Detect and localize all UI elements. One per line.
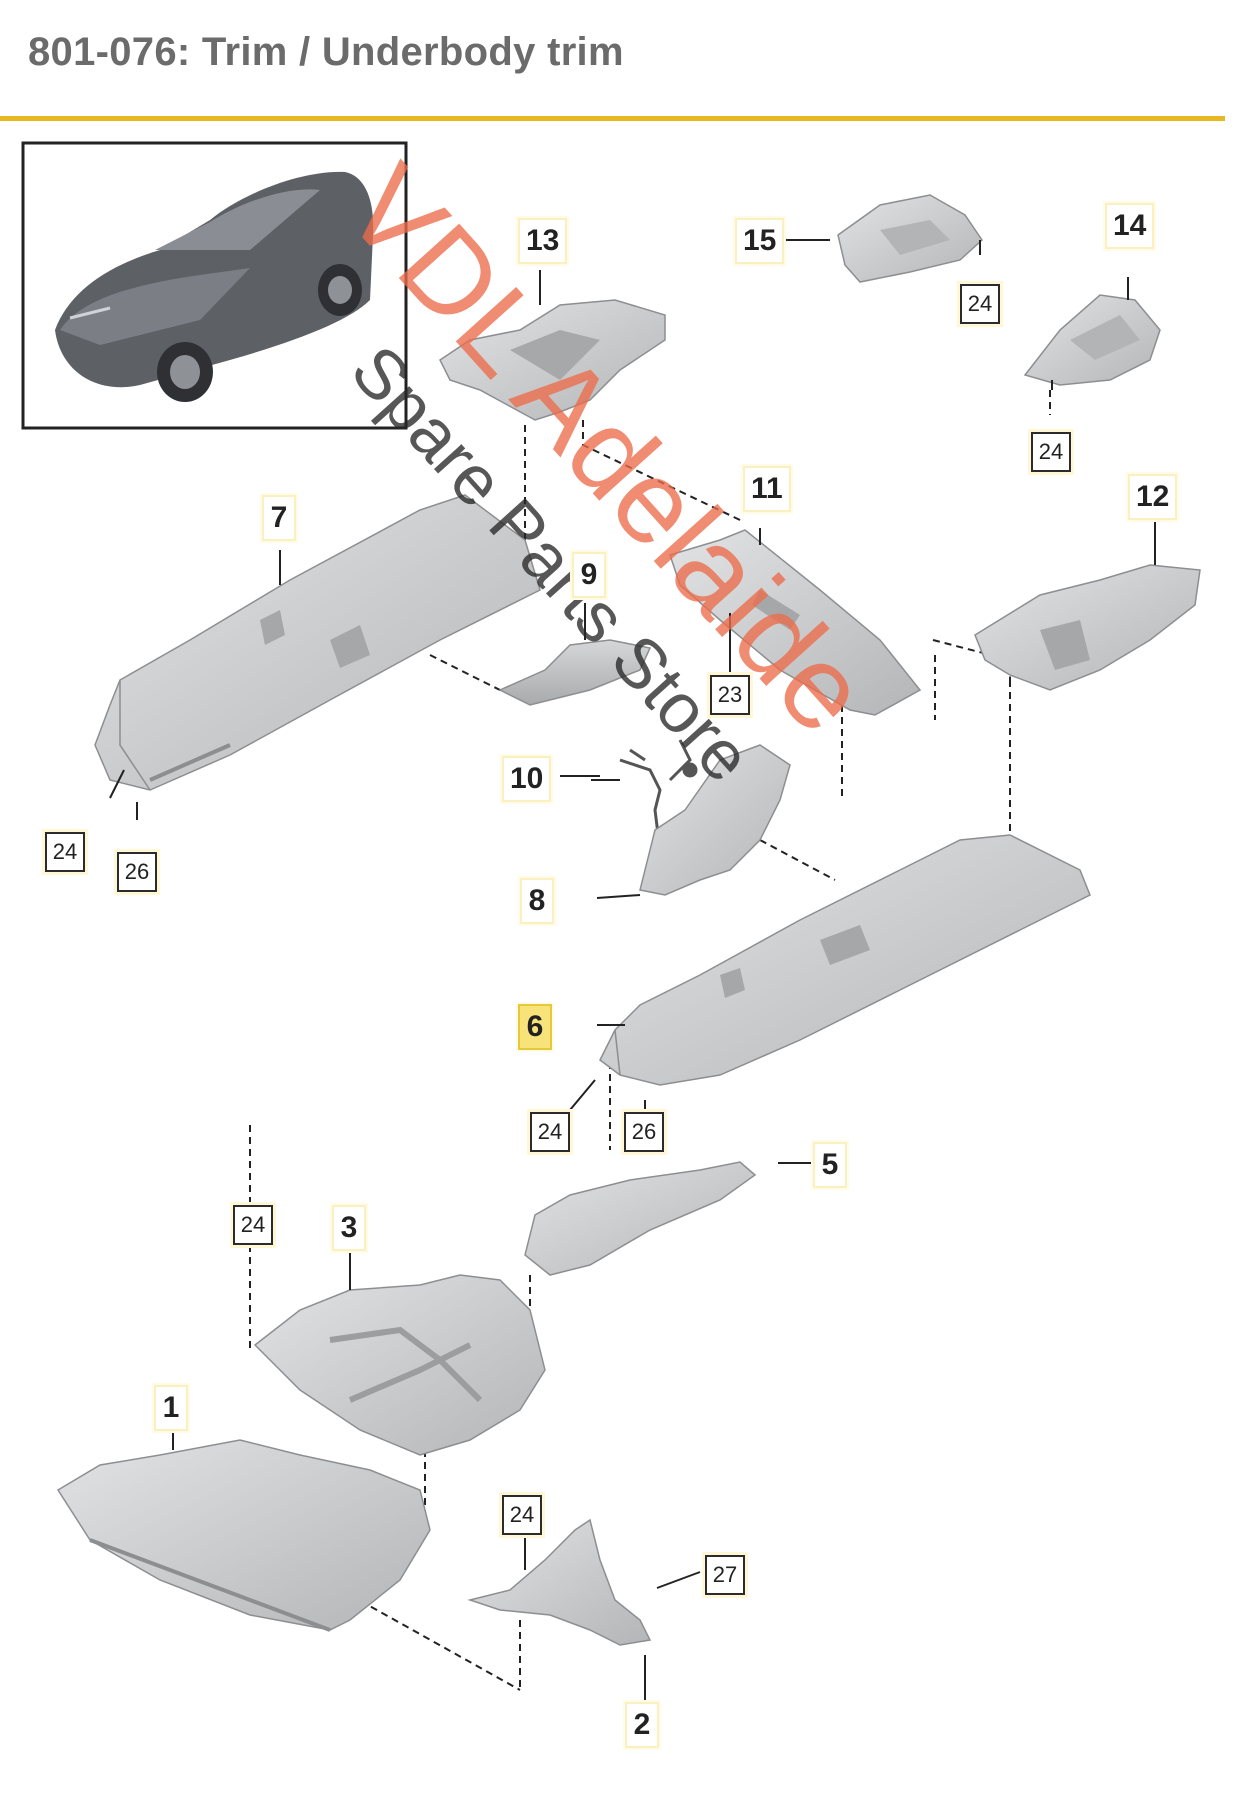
page-title: 801-076: Trim / Underbody trim [28, 30, 624, 74]
ref-26-part7[interactable]: 26 [117, 852, 157, 892]
callout-1[interactable]: 1 [154, 1385, 188, 1431]
callout-9[interactable]: 9 [572, 552, 606, 598]
callout-2[interactable]: 2 [625, 1702, 659, 1748]
callout-3[interactable]: 3 [332, 1205, 366, 1251]
callout-12[interactable]: 12 [1128, 474, 1178, 520]
ref-23[interactable]: 23 [710, 675, 750, 715]
header-divider [0, 116, 1225, 121]
callout-6-selected[interactable]: 6 [518, 1004, 552, 1050]
ref-24-part6[interactable]: 24 [530, 1112, 570, 1152]
part-14-shield [1023, 294, 1161, 386]
callout-14[interactable]: 14 [1105, 203, 1155, 249]
part-3-front-shield [253, 1274, 546, 1456]
callout-8[interactable]: 8 [520, 878, 554, 924]
callout-5[interactable]: 5 [813, 1142, 847, 1188]
ref-24-part2[interactable]: 24 [502, 1495, 542, 1535]
part-9-bracket [498, 639, 652, 706]
part-10-wiring [619, 739, 698, 851]
callout-15[interactable]: 15 [735, 218, 785, 264]
ref-24-part7[interactable]: 24 [45, 832, 85, 872]
part-6-main-floor-panel [599, 834, 1091, 1086]
callout-11[interactable]: 11 [743, 466, 791, 512]
ref-26-part6[interactable]: 26 [624, 1112, 664, 1152]
part-11-center-panel [669, 529, 922, 716]
part-13-tunnel-trim [439, 299, 666, 421]
ref-24-part14[interactable]: 24 [1031, 432, 1071, 472]
part-5-trim-strip [524, 1161, 757, 1276]
vehicle-overview-inset [21, 141, 408, 430]
ref-27[interactable]: 27 [705, 1555, 745, 1595]
part-8-side-panel [639, 744, 791, 896]
leader-lines [109, 239, 1156, 1700]
ref-24-part3[interactable]: 24 [233, 1205, 273, 1245]
ref-24-part15[interactable]: 24 [960, 284, 1000, 324]
callout-10[interactable]: 10 [502, 756, 552, 802]
suv-illustration [55, 171, 374, 402]
part-7-left-panel [94, 494, 541, 791]
part-15-shield [837, 194, 983, 283]
part-2-bracket [467, 1518, 652, 1646]
callout-13[interactable]: 13 [518, 218, 568, 264]
part-12-rear-panel [974, 564, 1201, 691]
part-1-front-panel [56, 1439, 431, 1632]
callout-7[interactable]: 7 [262, 495, 296, 541]
page-header: 801-076: Trim / Underbody trim [0, 0, 1239, 122]
